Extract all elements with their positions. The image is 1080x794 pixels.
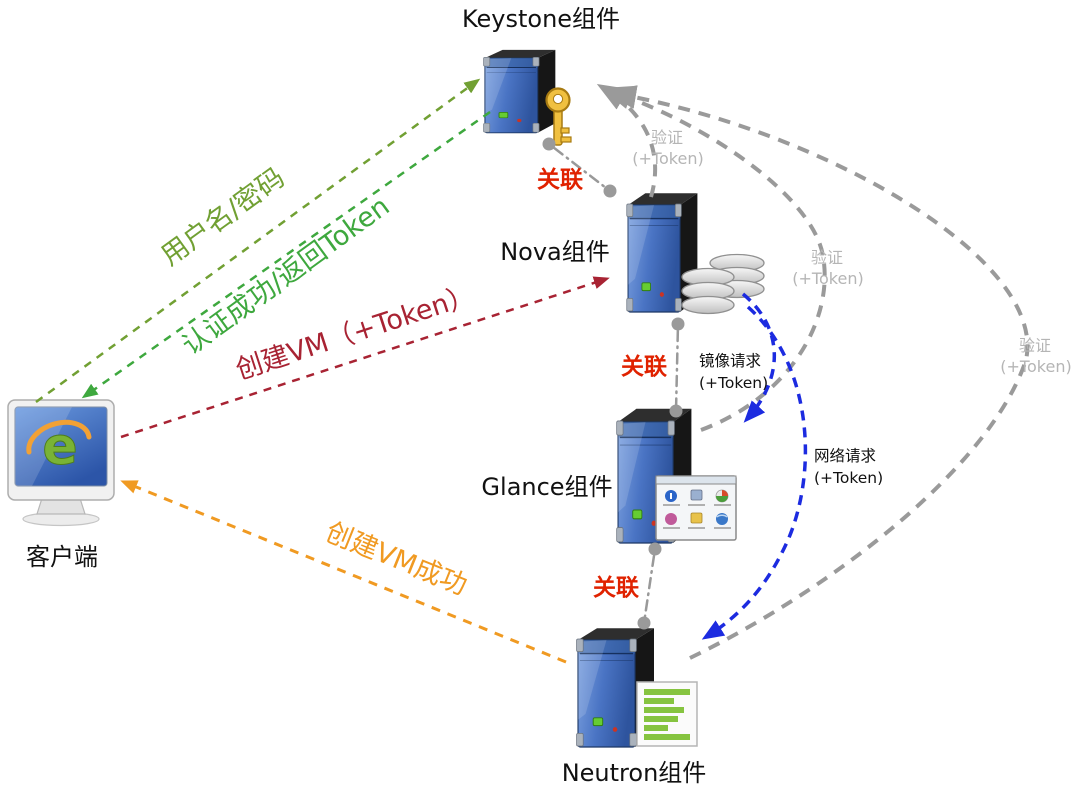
database-icon	[681, 253, 765, 315]
nova-label: Nova组件	[500, 238, 610, 266]
connector-glance-neutron	[642, 547, 657, 625]
key-icon	[545, 87, 572, 146]
control-panel-icon	[655, 475, 737, 541]
edge-auth-success	[81, 110, 491, 399]
connector-dot	[648, 542, 662, 556]
label-verify-2-line2: (+Token)	[792, 269, 863, 288]
glance-label: Glance组件	[481, 473, 612, 501]
document-icon	[636, 681, 698, 747]
node-neutron: Neutron组件	[562, 627, 707, 787]
label-network-request-line1: 网络请求	[814, 447, 876, 465]
ie-logo-glyph: e	[42, 417, 77, 477]
label-verify-1-line2: (+Token)	[632, 149, 703, 168]
label-association-2: 关联	[621, 353, 667, 380]
neutron-label: Neutron组件	[562, 759, 707, 787]
edge-verify-neutron-keystone	[606, 85, 1030, 660]
connector-nova-glance	[674, 322, 680, 413]
monitor-icon: e	[7, 399, 115, 527]
label-verify-2-line1: 验证	[811, 248, 843, 267]
client-label: 客户端	[26, 543, 98, 571]
edge-create-vm-success	[120, 480, 567, 664]
connector-dot	[671, 317, 685, 331]
node-client: e 客户端	[7, 399, 115, 571]
connector-dot	[637, 616, 651, 630]
edge-image-request	[741, 292, 777, 423]
keystone-label: Keystone组件	[462, 5, 620, 33]
connector-dot	[603, 184, 617, 198]
connector-keystone-nova	[547, 142, 612, 193]
edge-network-request	[701, 305, 808, 640]
label-username-password: 用户名/密码	[156, 162, 291, 272]
edge-create-vm	[120, 276, 610, 439]
connector-dot	[542, 137, 556, 151]
node-glance: Glance组件	[481, 408, 737, 544]
node-keystone: Keystone组件	[462, 5, 620, 146]
ie-logo-icon: e	[26, 417, 92, 478]
label-create-vm-success: 创建VM成功	[321, 517, 471, 602]
label-verify-3-line1: 验证	[1019, 336, 1051, 355]
server-icon	[483, 49, 556, 134]
label-network-request-line2: (+Token)	[814, 469, 883, 487]
label-image-request-line1: 镜像请求	[699, 351, 761, 370]
edge-verify-glance-keystone	[601, 86, 827, 432]
label-verify-1-line1: 验证	[651, 128, 683, 147]
label-association-3: 关联	[593, 574, 639, 601]
label-verify-3-line2: (+Token)	[1000, 357, 1071, 376]
edge-username-password	[35, 78, 481, 404]
label-image-request-line2: (+Token)	[699, 374, 768, 392]
label-association-1: 关联	[537, 166, 583, 193]
node-nova: Nova组件	[500, 192, 765, 315]
connector-dot	[669, 404, 683, 418]
